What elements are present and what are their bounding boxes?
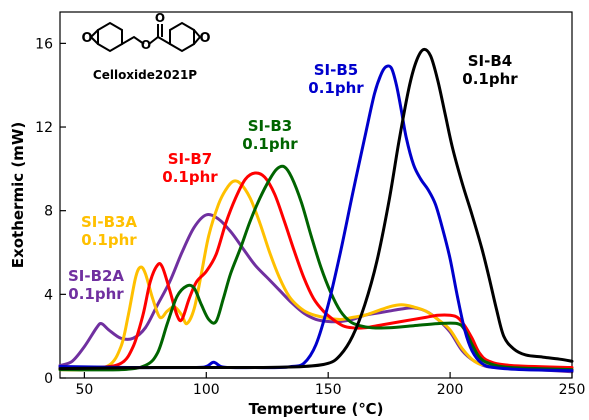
celloxide-structure-icon	[90, 21, 201, 53]
epoxide-o-left-icon: O	[81, 31, 92, 46]
y-tick-label: 0	[44, 371, 53, 387]
anno-sib5-dose: 0.1phr	[308, 79, 364, 97]
x-tick-label: 250	[559, 382, 586, 398]
series-line-sib3	[58, 164, 574, 372]
x-tick-label: 100	[193, 382, 220, 398]
x-axis-title: Temperture (℃)	[249, 400, 384, 418]
series-line-sib4	[58, 47, 574, 371]
carbonyl-o-icon: O	[155, 11, 165, 25]
anno-sib7-name: SI-B7	[168, 150, 212, 168]
y-tick-label: 4	[44, 287, 53, 303]
series-line-sib7	[58, 171, 574, 370]
anno-sib3a-name: SI-B3A	[81, 213, 137, 231]
anno-sib4-name: SI-B4	[468, 52, 512, 70]
ester-o-icon: O	[141, 38, 151, 52]
anno-sib4-dose: 0.1phr	[462, 70, 518, 88]
ticks-layer: 50 100 150 200 250 0 4 8 12 16	[35, 36, 585, 398]
anno-sib3-dose: 0.1phr	[242, 135, 298, 153]
y-tick-label: 16	[35, 36, 53, 52]
x-tick-label: 150	[315, 382, 342, 398]
anno-sib3a-dose: 0.1phr	[81, 231, 137, 249]
epoxide-o-right-icon: O	[199, 31, 210, 46]
anno-sib2a-name: SI-B2A	[68, 267, 124, 285]
x-tick-label: 50	[75, 382, 93, 398]
anno-sib3-name: SI-B3	[248, 117, 292, 135]
curves-layer	[58, 47, 574, 374]
inset-label: Celloxide2021P	[93, 68, 197, 82]
y-axis-title: Exothermic (mW)	[9, 122, 27, 268]
y-tick-label: 12	[35, 120, 53, 136]
x-tick-label: 200	[437, 382, 464, 398]
anno-sib7-dose: 0.1phr	[162, 168, 218, 186]
y-tick-label: 8	[44, 204, 53, 220]
anno-sib5-name: SI-B5	[314, 61, 358, 79]
anno-sib2a-dose: 0.1phr	[68, 285, 124, 303]
